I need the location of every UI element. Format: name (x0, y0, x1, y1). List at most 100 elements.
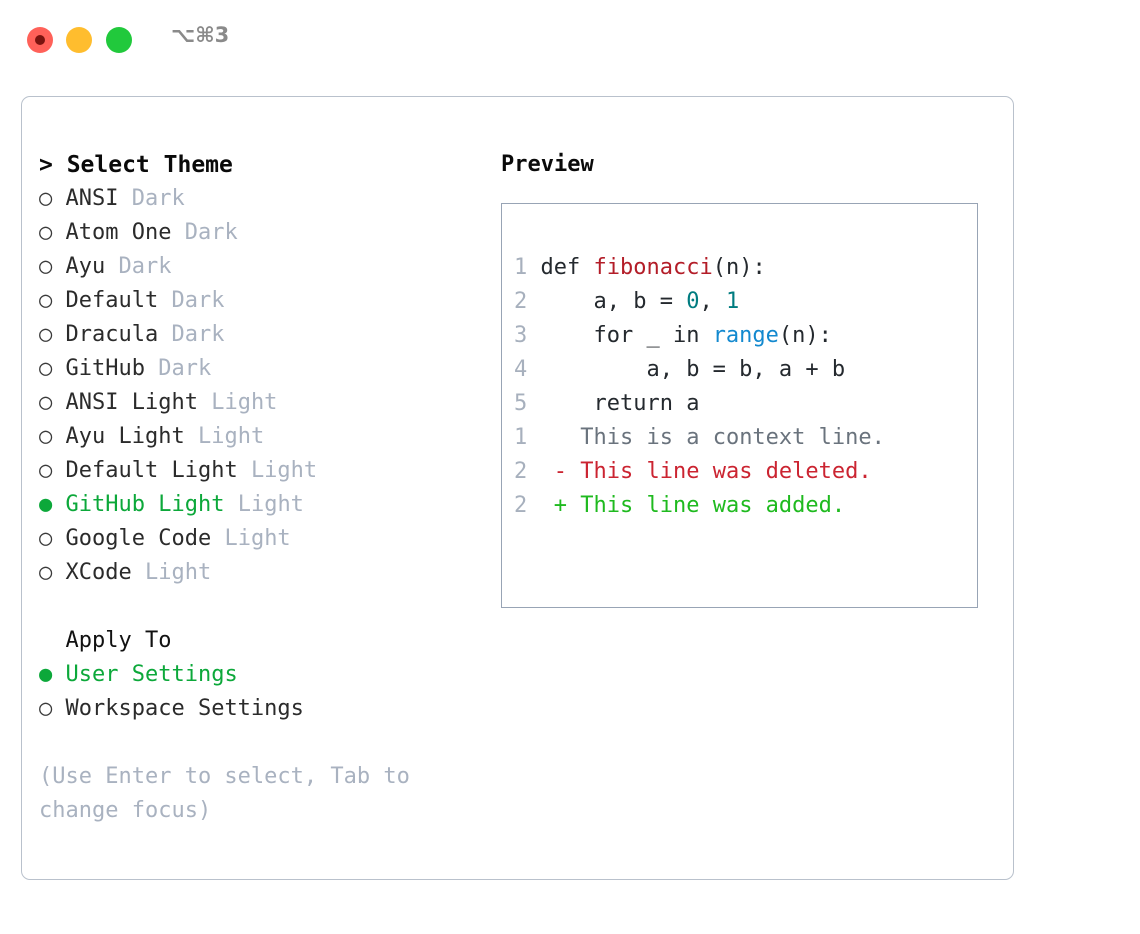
radio-unselected-icon: ○ (39, 288, 53, 313)
apply-to-options: ● User Settings○ Workspace Settings (39, 658, 479, 726)
code-token-plain: (n): (712, 255, 766, 280)
apply-to-option-workspace-settings[interactable]: ○ Workspace Settings (39, 692, 479, 726)
theme-option-default[interactable]: ○ Default Dark (39, 284, 479, 318)
theme-name: Default Light (65, 458, 238, 483)
theme-kind-badge: Light (197, 424, 265, 449)
preview-column: Preview 1 def fibonacci(n):2 a, b = 0, 1… (501, 148, 991, 608)
theme-name: Atom One (65, 220, 172, 245)
theme-name: GitHub (65, 356, 145, 381)
radio-unselected-icon: ○ (39, 526, 53, 551)
theme-option-github[interactable]: ○ GitHub Dark (39, 352, 479, 386)
theme-option-xcode[interactable]: ○ XCode Light (39, 556, 479, 590)
theme-name: Google Code (65, 526, 212, 551)
theme-option-dracula[interactable]: ○ Dracula Dark (39, 318, 479, 352)
code-line-number: 2 (514, 289, 528, 314)
theme-selection-column: > Select Theme ○ ANSI Dark○ Atom One Dar… (39, 148, 479, 828)
theme-name: Default (65, 288, 159, 313)
recording-indicator-icon (35, 35, 45, 45)
apply-to-label: User Settings (65, 662, 238, 687)
apply-to-option-user-settings[interactable]: ● User Settings (39, 658, 479, 692)
code-line-number: 4 (514, 357, 528, 382)
diff-line-number: 1 (514, 425, 528, 450)
radio-unselected-icon: ○ (39, 322, 53, 347)
code-token-plain: return a (540, 391, 700, 416)
theme-option-ayu-light[interactable]: ○ Ayu Light Light (39, 420, 479, 454)
radio-selected-icon: ● (39, 492, 53, 517)
apply-to-header: Apply To (39, 628, 172, 653)
theme-name: ANSI (65, 186, 119, 211)
theme-kind-badge: Dark (171, 322, 225, 347)
radio-unselected-icon: ○ (39, 424, 53, 449)
theme-name: Ayu (65, 254, 106, 279)
radio-unselected-icon: ○ (39, 560, 53, 585)
diff-line-deleted: 2 - This line was deleted. (514, 455, 885, 489)
diff-marker: - (553, 459, 567, 484)
minimize-button[interactable] (66, 27, 92, 53)
radio-unselected-icon: ○ (39, 390, 53, 415)
theme-kind-badge: Dark (131, 186, 185, 211)
theme-kind-badge: Light (250, 458, 318, 483)
spacer (39, 590, 479, 624)
diff-line-added: 2 + This line was added. (514, 489, 885, 523)
code-line-number: 1 (514, 255, 528, 280)
theme-kind-badge: Dark (184, 220, 238, 245)
diff-line-number: 2 (514, 459, 528, 484)
code-line-number: 5 (514, 391, 528, 416)
theme-name: Ayu Light (65, 424, 185, 449)
code-line: 5 return a (514, 387, 845, 421)
radio-unselected-icon: ○ (39, 356, 53, 381)
maximize-button[interactable] (106, 27, 132, 53)
code-token-plain: def (540, 255, 594, 280)
diff-text: This is a context line. (580, 425, 885, 450)
theme-list: ○ ANSI Dark○ Atom One Dark○ Ayu Dark○ De… (39, 182, 479, 590)
code-line: 1 def fibonacci(n): (514, 251, 845, 285)
keyboard-shortcut-label: ⌥⌘3 (171, 23, 230, 47)
code-token-call: range (712, 323, 779, 348)
theme-option-google-code[interactable]: ○ Google Code Light (39, 522, 479, 556)
diff-line-number: 2 (514, 493, 528, 518)
code-token-fn: fibonacci (593, 255, 713, 280)
code-token-plain: , (699, 289, 726, 314)
code-line: 4 a, b = b, a + b (514, 353, 845, 387)
theme-option-default-light[interactable]: ○ Default Light Light (39, 454, 479, 488)
theme-option-atom-one[interactable]: ○ Atom One Dark (39, 216, 479, 250)
theme-kind-badge: Dark (171, 288, 225, 313)
theme-kind-badge: Dark (158, 356, 212, 381)
title-bar: ⌥⌘3 (0, 0, 1140, 77)
close-button[interactable] (27, 27, 53, 53)
theme-kind-badge: Light (237, 492, 304, 517)
radio-unselected-icon: ○ (39, 186, 53, 211)
code-token-plain: (n): (778, 323, 832, 348)
code-token-plain: for _ in (540, 323, 713, 348)
code-token-num: 1 (725, 289, 740, 314)
theme-option-ayu[interactable]: ○ Ayu Dark (39, 250, 479, 284)
code-token-plain: a, b = (540, 289, 687, 314)
main-panel: > Select Theme ○ ANSI Dark○ Atom One Dar… (21, 96, 1014, 880)
diff-line-context: 1 This is a context line. (514, 421, 885, 455)
radio-unselected-icon: ○ (39, 696, 53, 721)
radio-selected-icon: ● (39, 662, 53, 687)
theme-name: XCode (65, 560, 132, 585)
code-line: 2 a, b = 0, 1 (514, 285, 845, 319)
preview-title: Preview (501, 152, 594, 177)
theme-name: ANSI Light (65, 390, 198, 415)
theme-kind-badge: Light (144, 560, 212, 585)
radio-unselected-icon: ○ (39, 220, 53, 245)
diff-marker (554, 425, 567, 450)
code-line: 3 for _ in range(n): (514, 319, 845, 353)
select-theme-header: > Select Theme (39, 152, 233, 178)
radio-unselected-icon: ○ (39, 458, 53, 483)
theme-option-github-light[interactable]: ● GitHub Light Light (39, 488, 479, 522)
radio-unselected-icon: ○ (39, 254, 53, 279)
theme-kind-badge: Light (224, 526, 291, 551)
theme-option-ansi-light[interactable]: ○ ANSI Light Light (39, 386, 479, 420)
diff-sample: 1 This is a context line.2 - This line w… (514, 421, 885, 523)
theme-kind-badge: Dark (118, 254, 172, 279)
diff-text: This line was deleted. (580, 459, 872, 484)
theme-option-ansi[interactable]: ○ ANSI Dark (39, 182, 479, 216)
theme-name: GitHub Light (65, 492, 225, 517)
theme-kind-badge: Light (211, 390, 278, 415)
